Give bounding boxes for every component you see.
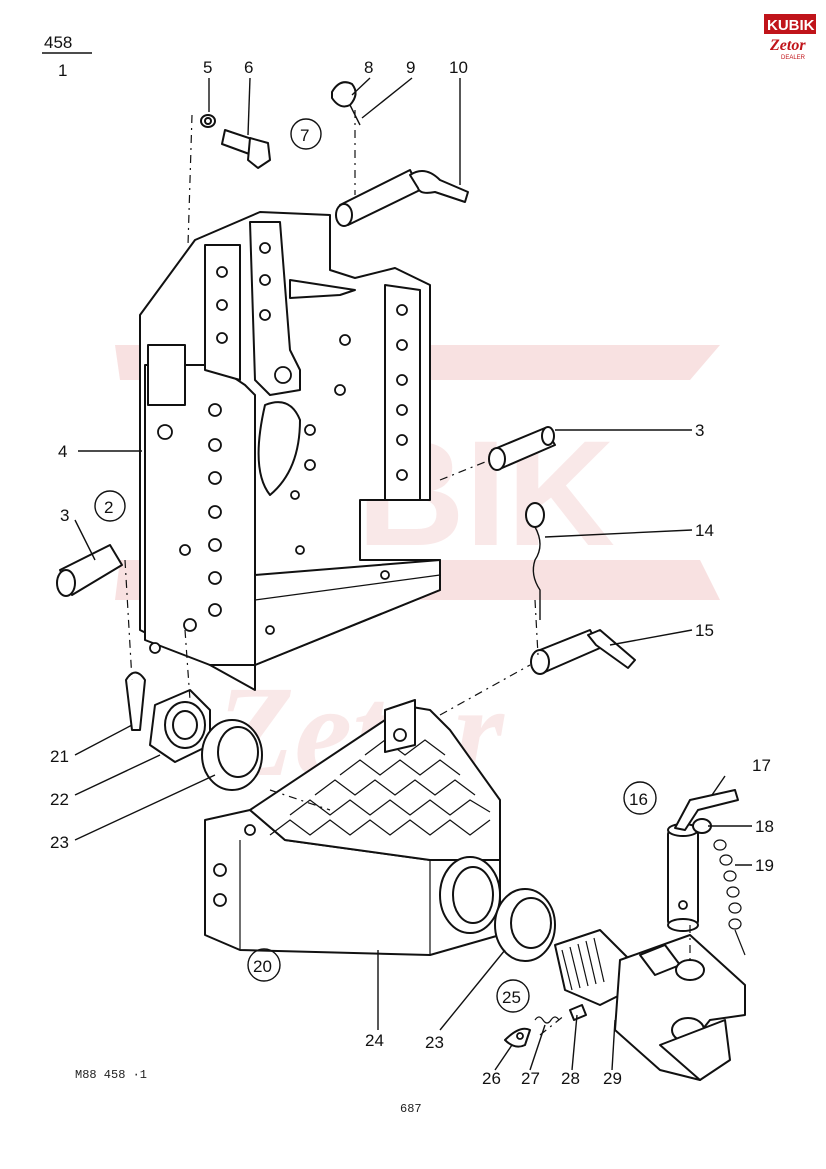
spring-part-27 — [534, 1016, 560, 1024]
callout-20-label: 20 — [253, 957, 272, 976]
frame-holes — [149, 242, 408, 654]
page-subnumber: 1 — [58, 61, 67, 80]
pin-part-3-right — [488, 426, 556, 471]
callout-28: 28 — [561, 1069, 580, 1088]
callout-2-label: 2 — [104, 498, 113, 517]
callout-4: 4 — [58, 442, 67, 461]
page-footer-number: 687 — [400, 1102, 422, 1116]
callout-25-label: 25 — [502, 988, 521, 1007]
pin-with-handle-part-15 — [530, 629, 636, 675]
logo-sub-brand: Zetor — [769, 37, 806, 54]
callout-5: 5 — [203, 58, 212, 77]
pin-with-handle-part-10 — [335, 169, 469, 227]
logo-tagline: DEALER — [781, 55, 806, 61]
callout-9: 9 — [406, 58, 415, 77]
cotter-pin-part-21 — [125, 671, 146, 731]
hitch-jaw-part-29 — [554, 929, 746, 1081]
callout-26: 26 — [482, 1069, 501, 1088]
kubik-zetor-logo: KUBIK Zetor DEALER — [764, 14, 816, 61]
chain-part-19 — [713, 839, 746, 956]
spring-clip-part-8-9 — [331, 81, 361, 126]
callout-2: 2 — [94, 490, 126, 522]
linch-pin-part-14 — [525, 502, 545, 620]
page-number-block: 458 1 — [42, 33, 92, 80]
pawl-part-26 — [504, 1027, 531, 1048]
callout-3-left: 3 — [60, 506, 69, 525]
drawing-code: M88 458 ·1 — [75, 1068, 147, 1082]
callout-17: 17 — [752, 756, 771, 775]
callout-6: 6 — [244, 58, 253, 77]
main-frame-part-4 — [139, 211, 441, 691]
callout-16-label: 16 — [629, 790, 648, 809]
callout-23-left: 23 — [50, 833, 69, 852]
callout-numbers: 5 6 8 9 10 4 3 3 14 15 21 22 23 17 18 19… — [50, 58, 774, 1088]
drawbar-body-part-24 — [204, 699, 501, 956]
callout-18: 18 — [755, 817, 774, 836]
callout-21: 21 — [50, 747, 69, 766]
callout-7: 7 — [290, 118, 322, 150]
callout-14: 14 — [695, 521, 714, 540]
callout-7-label: 7 — [300, 126, 309, 145]
bolt-part-6 — [221, 129, 271, 169]
callout-27: 27 — [521, 1069, 540, 1088]
assembly-lines — [124, 110, 691, 1036]
washer-part-5 — [200, 114, 216, 128]
callout-22: 22 — [50, 790, 69, 809]
nut-part-22 — [149, 689, 211, 763]
callout-20: 20 — [247, 948, 281, 982]
pin-part-28 — [569, 1004, 587, 1021]
callout-10: 10 — [449, 58, 468, 77]
callout-19: 19 — [755, 856, 774, 875]
callout-23-bottom: 23 — [425, 1033, 444, 1052]
callout-3-right: 3 — [695, 421, 704, 440]
leader-lines — [74, 77, 752, 1071]
ring-part-23-upper — [201, 719, 263, 791]
callout-16: 16 — [623, 781, 657, 815]
logo-brand: KUBIK — [767, 17, 815, 34]
hitch-pin-part-17 — [667, 789, 739, 932]
callout-25: 25 — [496, 979, 530, 1013]
callout-15: 15 — [695, 621, 714, 640]
callout-29: 29 — [603, 1069, 622, 1088]
page-number: 458 — [44, 33, 72, 52]
callout-24: 24 — [365, 1031, 384, 1050]
ring-part-23-lower — [494, 888, 556, 962]
callout-8: 8 — [364, 58, 373, 77]
pin-part-3-left — [56, 544, 123, 597]
